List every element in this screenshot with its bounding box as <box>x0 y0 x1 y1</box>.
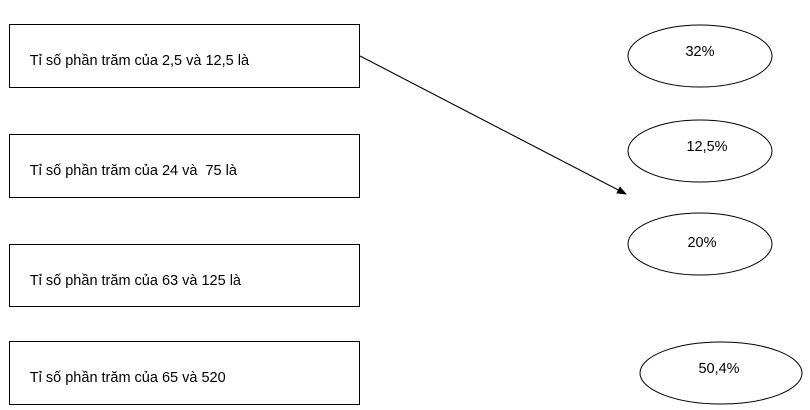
statement-box-1[interactable]: Tỉ số phần trăm của 2,5 và 12,5 là <box>9 24 360 88</box>
statement-text-3: Tỉ số phần trăm của 63 và 125 là <box>29 273 241 290</box>
statement-box-4[interactable]: Tỉ số phần trăm của 65 và 520 <box>9 341 360 405</box>
statement-text-2: Tỉ số phần trăm của 24 và 75 là <box>29 163 237 180</box>
answer-text-2: 12,5% <box>686 139 727 155</box>
answer-text-3: 20% <box>687 235 716 251</box>
answer-oval-1[interactable]: 32% <box>627 24 773 88</box>
answer-text-4: 50,4% <box>698 361 739 377</box>
connector-arrow[interactable] <box>359 55 627 195</box>
answer-oval-4[interactable]: 50,4% <box>639 341 803 405</box>
statement-box-2[interactable]: Tỉ số phần trăm của 24 và 75 là <box>9 134 360 198</box>
answer-oval-2[interactable]: 12,5% <box>627 119 773 183</box>
statement-text-4: Tỉ số phần trăm của 65 và 520 <box>29 370 226 387</box>
answer-text-1: 32% <box>685 44 714 60</box>
statement-text-1: Tỉ số phần trăm của 2,5 và 12,5 là <box>29 53 250 70</box>
statement-box-3[interactable]: Tỉ số phần trăm của 63 và 125 là <box>9 244 360 307</box>
answer-oval-3[interactable]: 20% <box>627 212 773 276</box>
